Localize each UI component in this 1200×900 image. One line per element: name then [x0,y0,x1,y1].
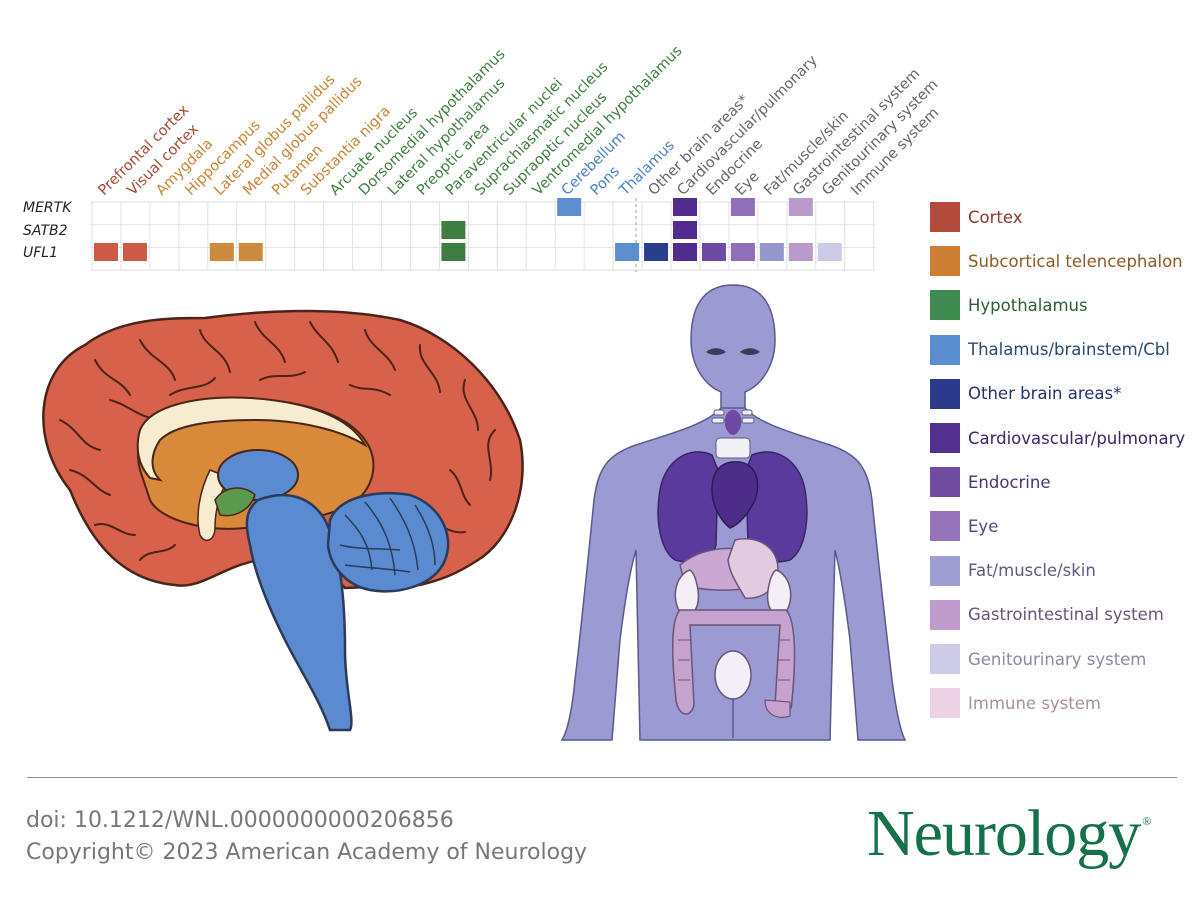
legend-item: Gastrointestinal system [930,599,1164,630]
legend-label: Fat/muscle/skin [968,561,1096,581]
cortex-sulci [59,321,496,561]
trachea-rings [711,409,755,459]
legend-item: Cortex [930,202,1023,232]
legend-swatch [930,202,960,232]
expression-cell-ufl1-18 [615,243,640,261]
legend-label: Genitourinary system [968,649,1147,669]
legend-label: Immune system [968,693,1101,713]
brainstem [245,493,353,732]
legend-swatch [930,246,960,277]
legend-label: Hypothalamus [968,295,1088,315]
left-eye [706,348,726,355]
expression-cell-ufl1-4 [209,243,234,261]
legend-swatch [930,555,960,586]
legend-item: Genitourinary system [930,644,1146,674]
registered-mark: ® [1142,814,1151,828]
hypothalamus-region [214,487,256,517]
gene-label: SATB2 [23,223,68,239]
gene-label: MERTK [23,200,73,216]
corpus-callosum [136,396,368,482]
intestine-folds [678,639,790,681]
legend-item: Subcortical telencephalon [930,246,1183,277]
legend-label: Eye [968,516,999,536]
legend-item: Eye [930,511,999,542]
expression-cell-ufl1-24 [788,243,813,261]
legend-label: Other brain areas* [968,384,1122,404]
body-head [690,284,776,411]
legend-item: Immune system [930,688,1101,719]
expression-cell-ufl1-5 [238,243,263,261]
cerebellum-folia [339,497,436,576]
doi-text: doi: 10.1212/WNL.0000000000206856 [26,808,454,833]
body-illustration [560,284,907,741]
expression-cell-satb2-12 [441,221,466,239]
expression-cell-ufl1-0 [94,243,118,261]
footer-divider [27,777,1177,778]
expression-cell-mertk-24 [788,198,813,216]
expression-heatmap [90,198,876,272]
legend-swatch [930,290,960,321]
legend-label: Endocrine [968,472,1051,492]
bladder [714,650,752,700]
brain-illustration [42,309,524,732]
expression-cell-ufl1-20 [673,243,697,261]
expression-cell-ufl1-22 [730,243,755,261]
legend-label: Cardiovascular/pulmonary [968,428,1186,448]
legend-label: Cortex [968,207,1023,227]
expression-cell-ufl1-1 [122,243,147,261]
expression-cell-mertk-22 [730,198,755,216]
legend-item: Fat/muscle/skin [930,555,1096,586]
legend-label: Gastrointestinal system [968,605,1164,625]
gene-label: UFL1 [23,245,58,261]
expression-cell-mertk-16 [557,198,582,216]
thyroid [724,409,742,435]
rectum [764,699,791,718]
legend-item: Thalamus/brainstem/Cbl [930,334,1170,365]
legend-swatch [930,644,960,674]
legend-item: Endocrine [930,467,1051,498]
expression-cell-ufl1-21 [701,243,726,261]
right-eye [740,348,760,355]
expression-cell-mertk-20 [673,198,697,216]
legend-swatch [930,423,960,453]
legend-swatch [930,467,960,498]
region-label: Genitourinary system [819,77,941,199]
legend-swatch [930,378,960,409]
legend-item: Other brain areas* [930,378,1122,409]
legend-swatch [930,511,960,542]
legend-label: Subcortical telencephalon [968,251,1183,271]
legend-item: Hypothalamus [930,290,1088,321]
expression-cell-ufl1-12 [441,243,466,261]
legend-item: Cardiovascular/pulmonary [930,423,1185,453]
brand-text: Neurology [867,797,1141,870]
legend-label: Thalamus/brainstem/Cbl [968,340,1170,360]
expression-cell-ufl1-19 [644,243,669,261]
legend-swatch [930,334,960,365]
neurology-logo: Neurology® [867,796,1151,872]
expression-cell-satb2-20 [673,221,697,239]
expression-cell-ufl1-25 [817,243,842,261]
legend-swatch [930,599,960,630]
expression-cell-ufl1-23 [759,243,784,261]
legend-swatch [930,688,960,719]
heart [711,461,759,529]
copyright-text: Copyright© 2023 American Academy of Neur… [26,840,588,865]
